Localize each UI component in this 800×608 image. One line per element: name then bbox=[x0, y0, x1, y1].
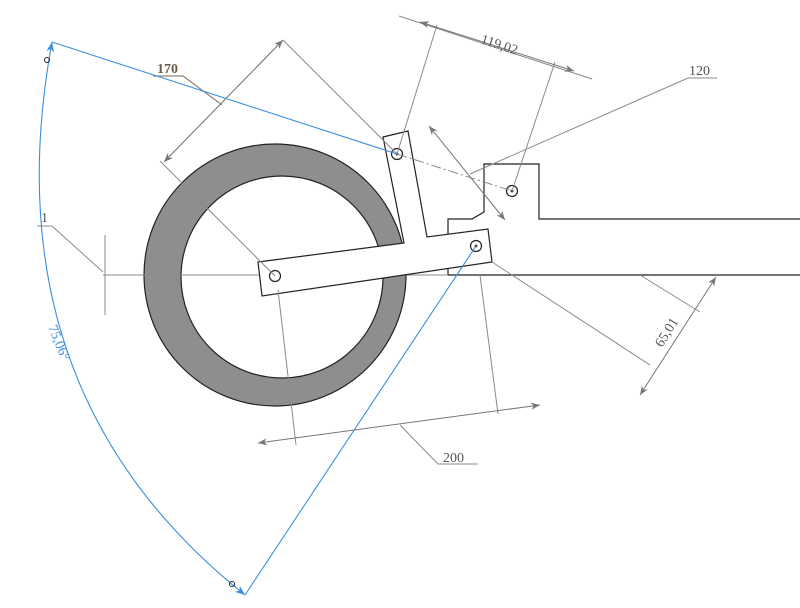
dimension-170-label[interactable]: 170 bbox=[157, 62, 178, 77]
dimension-120-label[interactable]: 120 bbox=[689, 64, 710, 79]
angle-label[interactable]: 75,06° bbox=[44, 323, 72, 363]
dimension-119-label[interactable]: 119,02 bbox=[479, 33, 520, 59]
t-link-part[interactable] bbox=[257, 130, 493, 297]
dimension-200[interactable] bbox=[257, 274, 541, 465]
dimension-120[interactable] bbox=[428, 77, 717, 221]
dimension-65-label[interactable]: 65,01 bbox=[653, 315, 682, 350]
pivot-holes bbox=[268, 147, 519, 283]
dimension-1-label[interactable]: 1 bbox=[41, 211, 48, 226]
dimension-200-label[interactable]: 200 bbox=[443, 451, 464, 466]
base-block[interactable] bbox=[447, 163, 800, 276]
dimension-119[interactable] bbox=[396, 15, 593, 192]
dimension-65[interactable] bbox=[491, 261, 717, 396]
